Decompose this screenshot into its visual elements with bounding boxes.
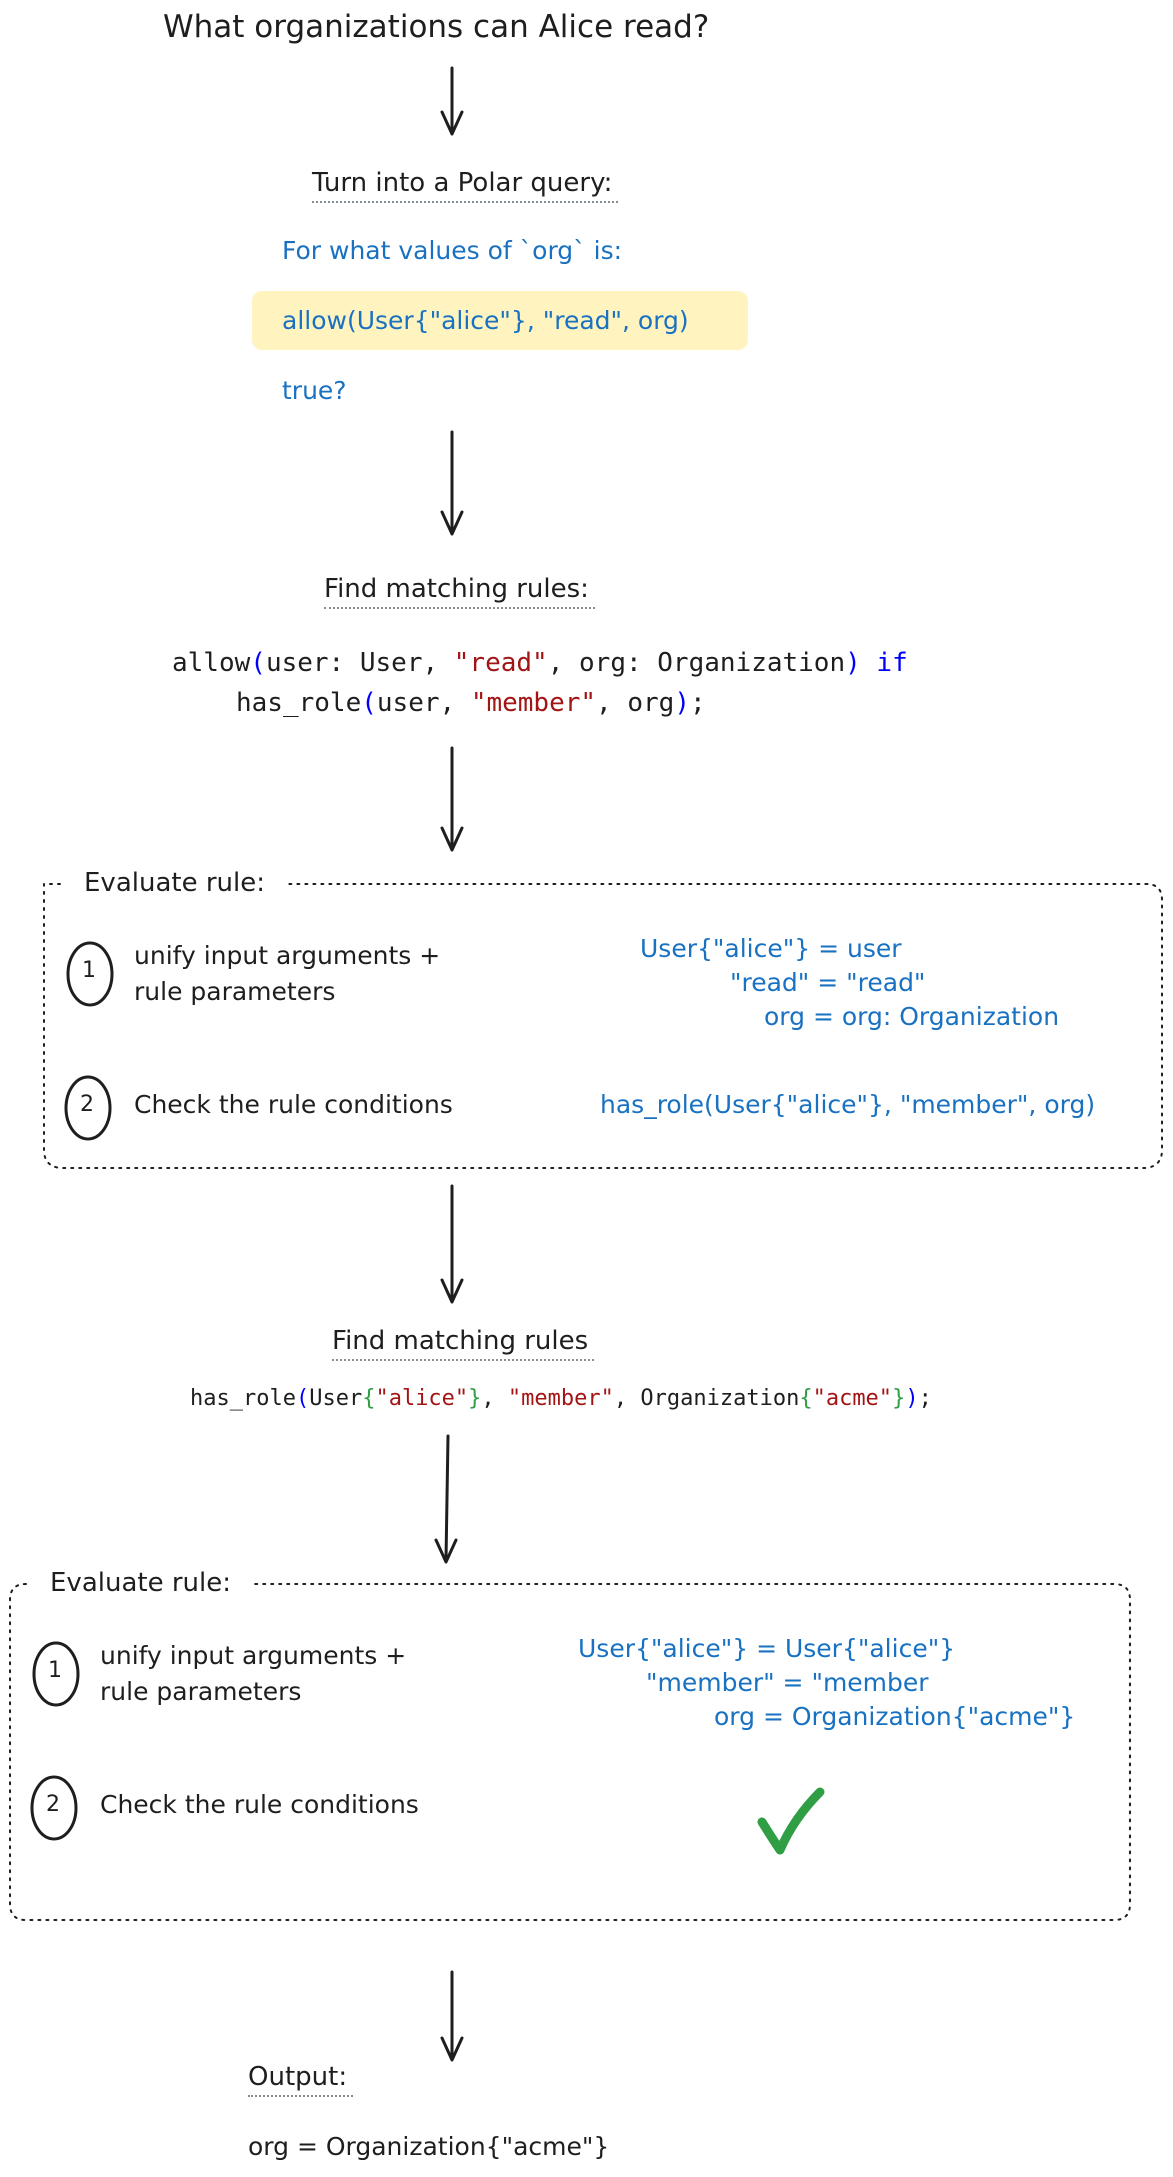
code-brace: } (892, 1386, 906, 1411)
code-semicolon: ; (689, 688, 706, 718)
step-circle-2a (64, 1075, 112, 1141)
code-args: user, (376, 688, 471, 718)
code-paren: ( (295, 1386, 310, 1411)
checkmark-icon (757, 1787, 825, 1855)
code-semicolon: ; (918, 1386, 932, 1411)
rule-code-line-1: allow(user: User, "read", org: Organizat… (172, 648, 908, 678)
code-has-role: has_role (236, 688, 362, 718)
eval2-step2-text: Check the rule conditions (100, 1790, 419, 1819)
step-circle-2b (30, 1775, 78, 1841)
code-args: , org (596, 688, 675, 718)
eval2-step2-number: 2 (46, 1792, 60, 1817)
query-highlight (252, 291, 748, 350)
eval1-detail-b: "read" = "read" (730, 968, 926, 997)
code-sep: , Organization (613, 1386, 800, 1411)
eval2-heading: Evaluate rule: (44, 1568, 237, 1598)
code-has-role: has_role (190, 1386, 296, 1411)
output-heading: Output: (248, 2062, 354, 2097)
eval1-heading: Evaluate rule: (78, 868, 271, 898)
page-title: What organizations can Alice read? (163, 9, 710, 45)
arrow-1 (440, 66, 464, 136)
eval1-step1-number: 1 (82, 958, 96, 983)
arrow-4 (440, 1184, 464, 1304)
output-value: org = Organization{"acme"} (248, 2132, 610, 2161)
code-paren: ( (361, 688, 377, 718)
rule-code-line-2: has_role(user, "member", org); (236, 688, 706, 718)
arrow-3 (440, 746, 464, 852)
code-allow: allow (172, 648, 251, 678)
code-sep: , (481, 1386, 508, 1411)
code-string: "alice" (375, 1386, 469, 1411)
eval2-detail-c: org = Organization{"acme"} (714, 1702, 1076, 1731)
code-keyword-if: if (860, 648, 908, 678)
code-paren: ) (845, 648, 861, 678)
code-type: User (309, 1386, 363, 1411)
eval2-step1-text: unify input arguments + rule parameters (100, 1641, 407, 1706)
query-line-2: allow(User{"alice"}, "read", org) (282, 306, 689, 335)
code-args: user: User, (265, 648, 454, 678)
arrow-6 (440, 1970, 464, 2062)
code-brace: { (799, 1386, 813, 1411)
eval-box-1 (42, 883, 1163, 1169)
code-brace: { (362, 1386, 376, 1411)
query-heading: Turn into a Polar query: (312, 168, 619, 203)
code-string: "read" (453, 648, 548, 678)
arrow-2 (440, 430, 464, 536)
code-string: "member" (507, 1386, 614, 1411)
arrow-5 (434, 1434, 458, 1564)
eval1-step2-text: Check the rule conditions (134, 1090, 453, 1119)
code-string: "member" (470, 688, 597, 718)
eval1-detail-a: User{"alice"} = user (640, 934, 902, 963)
eval2-detail-a: User{"alice"} = User{"alice"} (578, 1634, 956, 1663)
fact-code-line: has_role(User{"alice"}, "member", Organi… (190, 1386, 932, 1411)
query-line-1: For what values of `org` is: (282, 236, 623, 265)
eval-box-2 (9, 1583, 1131, 1921)
eval1-detail-c: org = org: Organization (764, 1002, 1060, 1031)
step-circle-1a (66, 941, 114, 1007)
query-line-3: true? (282, 376, 347, 405)
eval1-step2-detail: has_role(User{"alice"}, "member", org) (600, 1090, 1096, 1119)
code-brace: } (468, 1386, 482, 1411)
code-paren: ) (674, 688, 690, 718)
code-string: "acme" (812, 1386, 893, 1411)
eval1-step1-text: unify input arguments + rule parameters (134, 941, 441, 1006)
step-circle-1b (32, 1641, 80, 1707)
eval1-step2-number: 2 (80, 1092, 94, 1117)
eval2-detail-b: "member" = "member (646, 1668, 929, 1697)
match2-heading: Find matching rules (332, 1326, 595, 1361)
match1-heading: Find matching rules: (324, 574, 595, 609)
code-paren: ) (905, 1386, 919, 1411)
eval2-step1-number: 1 (48, 1658, 62, 1683)
code-args: , org: Organization (547, 648, 846, 678)
code-paren: ( (250, 648, 266, 678)
